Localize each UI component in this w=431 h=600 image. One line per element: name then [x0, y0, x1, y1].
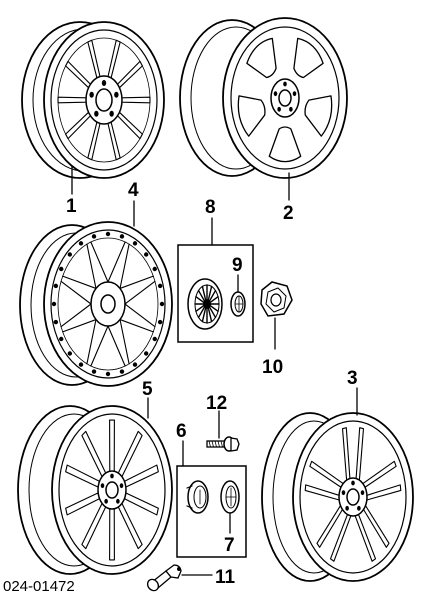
wheel-3-bolt-holes: [341, 480, 365, 511]
wheel-4-spokes: [60, 241, 156, 367]
wheel-2-bolt-holes: [273, 81, 297, 112]
wheel-5-bolt-holes: [100, 473, 124, 504]
callout-labels: 1 2 3 4 5 6 7 8 9 10 11 12: [66, 180, 358, 588]
leader-lines: [71, 165, 358, 576]
wheel-5-ten-spoke: [17, 405, 173, 575]
hub-cap-7: [220, 480, 240, 514]
callout-3: 3: [347, 368, 358, 389]
wheel-bolt-12: [206, 436, 240, 452]
callout-1: 1: [66, 196, 77, 217]
wheel-1-bolt-holes: [89, 80, 119, 117]
callout-6: 6: [176, 421, 187, 442]
wheel-4-bolted-cross-spoke: [19, 221, 173, 387]
hub-cap-set-8-box: [177, 244, 254, 343]
hub-cap-emblem-9: [230, 291, 246, 317]
callout-10: 10: [262, 357, 283, 378]
wheel-4-rim-bolts: [51, 231, 165, 377]
callout-4: 4: [128, 180, 139, 201]
callout-11: 11: [215, 567, 236, 588]
tyre-valve-11: [146, 564, 182, 592]
callout-9: 9: [232, 255, 243, 276]
callout-5: 5: [142, 379, 153, 400]
lug-nut-10: [260, 281, 293, 317]
wheel-2-spokes: [237, 37, 333, 163]
wheel-3-twin-spoke: [261, 412, 414, 582]
hub-cap-set-6-box: [176, 465, 247, 558]
callout-7: 7: [224, 535, 235, 556]
reference-code: 024-01472: [3, 578, 75, 595]
callout-8: 8: [205, 197, 216, 218]
hub-cap-clip-cap: [186, 480, 209, 514]
wheel-1-cross-spoke: [21, 21, 165, 179]
wheel-2-five-spoke: [179, 17, 348, 179]
hub-cap-large: [187, 278, 223, 330]
callout-2: 2: [283, 203, 294, 224]
callout-12: 12: [206, 393, 227, 414]
